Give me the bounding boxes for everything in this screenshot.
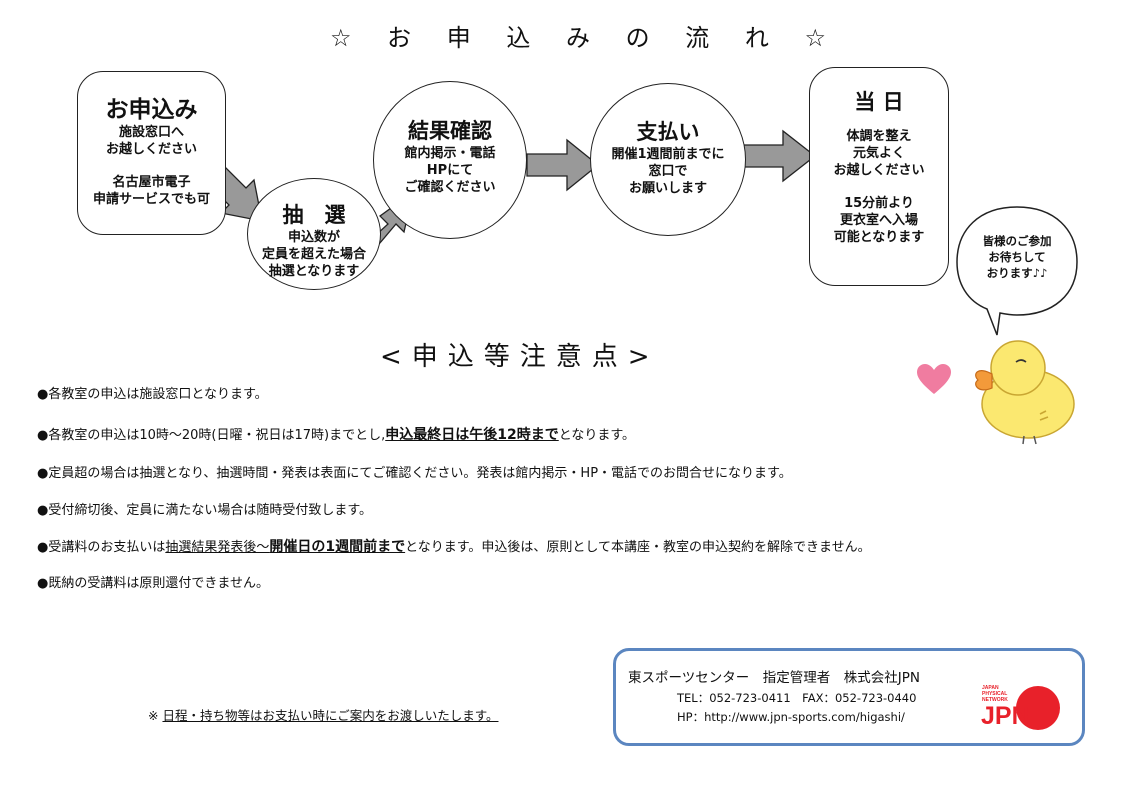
- contact-phone-fax: TEL：052-723-0411 FAX：052-723-0440: [677, 691, 917, 705]
- step-apply-text: 施設窓口へ: [118, 125, 184, 140]
- arrow-result-to-payment: [526, 138, 600, 192]
- step-lottery: 抽 選 申込数が 定員を超えた場合 抽選となります: [247, 178, 381, 290]
- note-4: ●受付締切後、定員に満たない場合は随時受付致します。: [37, 503, 373, 518]
- bubble-line: お待ちして: [988, 250, 1046, 264]
- logo-small-text: NETWORK: [982, 697, 1008, 703]
- footer-note-mark: ※: [148, 708, 159, 723]
- step-day-heading: 当 日: [854, 90, 904, 114]
- flow-title: ☆ お 申 込 み の 流 れ ☆: [329, 24, 841, 52]
- arrow-payment-to-day: [742, 129, 817, 183]
- logo-small-text: PHYSICAL: [982, 691, 1007, 697]
- note-2-emphasis: 申込最終日は午後12時まで: [385, 427, 559, 443]
- step-day-text: 可能となります: [833, 230, 925, 245]
- note-2-text: ●各教室の申込は10時～20時(日曜・祝日は17時)までとし,: [37, 428, 386, 443]
- step-lottery-text: 抽選となります: [268, 264, 360, 279]
- note-5-text: ●受講料のお支払いは: [37, 540, 166, 555]
- note-1: ●各教室の申込は施設窓口となります。: [37, 387, 268, 402]
- note-5: ●受講料のお支払いは抽選結果発表後～開催日の1週間前までとなります。申込後は、原…: [37, 536, 871, 556]
- step-day-text: 15分前より: [844, 196, 914, 211]
- notes-title: <申込等注意点>: [380, 342, 660, 372]
- step-payment-text: 開催1週間前までに: [611, 147, 725, 162]
- step-day-text: 元気よく: [852, 146, 905, 161]
- step-payment: 支払い 開催1週間前までに 窓口で お願いします: [590, 83, 746, 236]
- jpn-logo: JPN JAPAN PHYSICAL NETWORK: [981, 685, 1060, 730]
- step-apply-text: お越しください: [105, 142, 197, 157]
- step-apply-text: 名古屋市電子: [112, 175, 191, 190]
- footer-note-text: 日程・持ち物等はお支払い時にご案内をお渡しいたします。: [162, 708, 499, 723]
- chick-mascot-icon: [975, 340, 1075, 445]
- step-day: 当 日 体調を整え 元気よく お越しください 15分前より 更衣室へ入場 可能と…: [809, 67, 949, 286]
- step-day-text: 更衣室へ入場: [839, 213, 918, 228]
- step-payment-text: お願いします: [628, 181, 707, 196]
- contact-org: 東スポーツセンター 指定管理者 株式会社JPN: [628, 670, 920, 686]
- step-lottery-text: 定員を超えた場合: [261, 247, 366, 262]
- step-apply-heading: お申込み: [105, 97, 198, 123]
- step-apply-text: 申請サービスでも可: [92, 192, 210, 207]
- bubble-message: 皆様のご参加 お待ちして おります♪♪: [965, 233, 1069, 281]
- step-lottery-text: 申込数が: [287, 230, 340, 245]
- step-result-text: ご確認ください: [404, 180, 496, 195]
- step-payment-text: 窓口で: [648, 164, 688, 179]
- contact-website: HP：http://www.jpn-sports.com/higashi/: [677, 710, 905, 724]
- heart-icon: [917, 364, 951, 394]
- step-lottery-heading: 抽 選: [282, 203, 346, 227]
- note-3: ●定員超の場合は抽選となり、抽選時間・発表は表面にてご確認ください。発表は館内掲…: [37, 466, 792, 481]
- note-2-text: となります。: [558, 428, 636, 443]
- note-6: ●既納の受講料は原則還付できません。: [37, 576, 269, 591]
- step-day-text: お越しください: [833, 163, 925, 178]
- speech-bubble: [956, 206, 1078, 336]
- step-result-text: HPにて: [426, 163, 474, 178]
- note-5-underline: 抽選結果発表後～: [165, 540, 270, 555]
- contact-box: [613, 648, 1085, 746]
- logo-text: JPN: [981, 702, 1030, 730]
- note-5-text: となります。申込後は、原則として本講座・教室の申込契約を解除できません。: [405, 540, 871, 555]
- step-result-text: 館内掲示・電話: [404, 146, 496, 161]
- footer-note: ※ 日程・持ち物等はお支払い時にご案内をお渡しいたします。: [148, 705, 498, 724]
- step-result: 結果確認 館内掲示・電話 HPにて ご確認ください: [373, 81, 527, 239]
- bubble-line: おります♪♪: [986, 266, 1048, 280]
- note-5-emphasis: 開催日の1週間前まで: [269, 539, 406, 555]
- logo-small-text: JAPAN: [982, 685, 999, 691]
- step-day-text: 体調を整え: [846, 129, 912, 144]
- step-result-heading: 結果確認: [408, 119, 492, 143]
- step-payment-heading: 支払い: [636, 120, 700, 144]
- bubble-line: 皆様のご参加: [982, 234, 1052, 248]
- note-2: ●各教室の申込は10時～20時(日曜・祝日は17時)までとし,申込最終日は午後1…: [37, 424, 635, 444]
- step-apply: お申込み 施設窓口へ お越しください 名古屋市電子 申請サービスでも可: [77, 71, 226, 235]
